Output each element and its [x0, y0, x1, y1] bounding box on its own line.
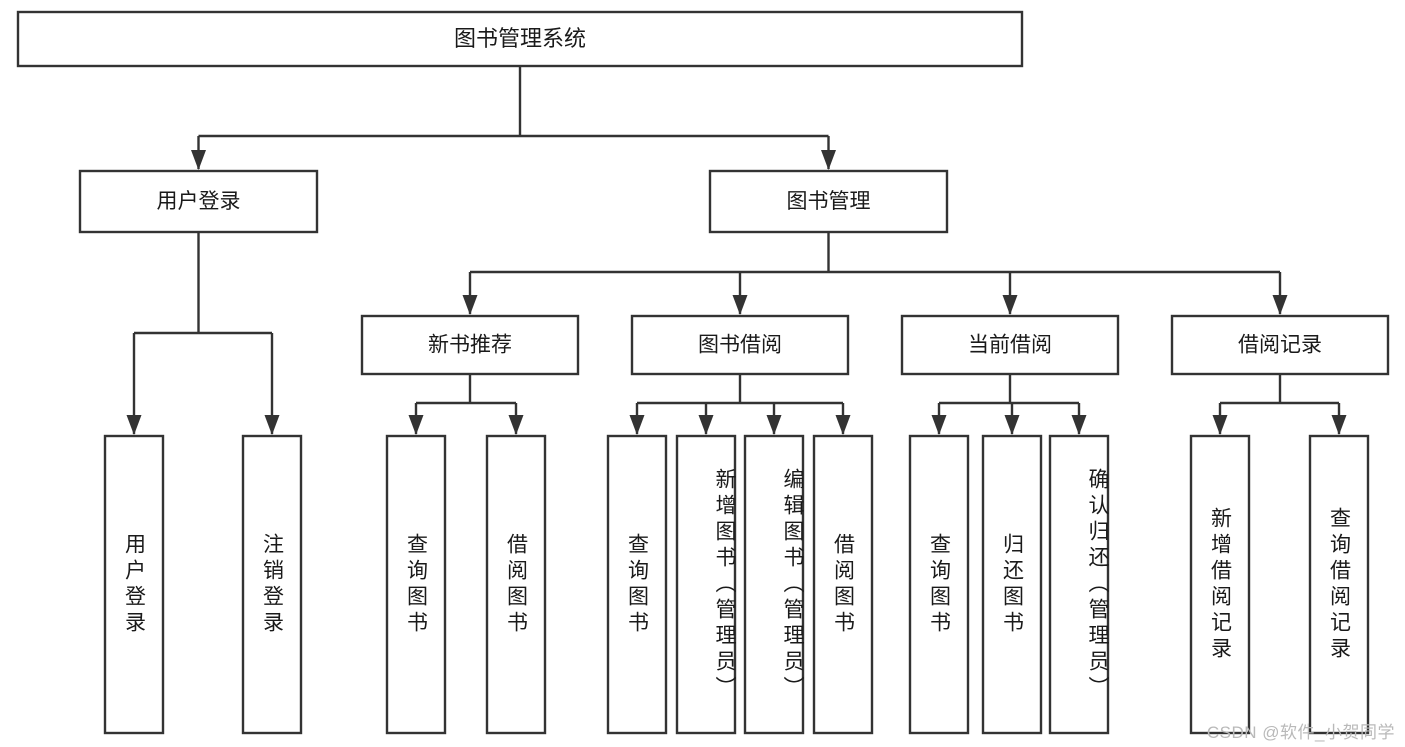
arrow-to-leaf-query-record [1331, 415, 1347, 435]
leaf-leaf-query-book-3[interactable] [908, 434, 970, 735]
leaf-leaf-query-book-2[interactable] [606, 434, 668, 735]
box-current-borrow [900, 314, 1120, 376]
node-current-borrow[interactable] [900, 314, 1120, 376]
label-book-manage: 图书管理 [787, 190, 871, 213]
node-user-login[interactable] [78, 169, 319, 234]
box-borrow-record [1170, 314, 1390, 376]
box-leaf-borrow-book-2 [812, 434, 874, 735]
boxes-layer [16, 10, 1390, 735]
leaf-leaf-borrow-book-1[interactable] [485, 434, 547, 735]
label-current-borrow: 当前借阅 [968, 334, 1052, 357]
connectors-layer [126, 66, 1347, 435]
box-leaf-borrow-book-1 [485, 434, 547, 735]
arrow-to-leaf-user-logout [264, 415, 280, 435]
leaf-leaf-return-book[interactable] [981, 434, 1043, 735]
arrow-to-book-manage [821, 150, 836, 170]
box-leaf-user-logout [241, 434, 303, 735]
leaf-leaf-borrow-book-2[interactable] [812, 434, 874, 735]
arrow-to-current-borrow [1002, 295, 1018, 315]
arrow-to-leaf-edit-book [766, 415, 782, 435]
arrow-to-leaf-query-book-2 [629, 415, 645, 435]
arrow-to-leaf-add-record [1212, 415, 1228, 435]
box-undefined [16, 10, 1024, 68]
label-user-login: 用户登录 [157, 190, 241, 213]
label-undefined: 图书管理系统 [454, 26, 586, 51]
leaf-leaf-confirm-return[interactable] [1048, 434, 1110, 735]
label-borrow-record: 借阅记录 [1238, 334, 1322, 357]
leaf-leaf-user-login[interactable] [103, 434, 165, 735]
label-book-borrow: 图书借阅 [698, 334, 782, 357]
node-new-book-recommend[interactable] [360, 314, 580, 376]
arrow-to-book-borrow [732, 295, 748, 315]
arrow-to-leaf-user-login [126, 415, 142, 435]
node-book-manage[interactable] [708, 169, 949, 234]
arrow-to-leaf-return-book [1004, 415, 1020, 435]
box-leaf-query-record [1308, 434, 1370, 735]
box-leaf-query-book-1 [385, 434, 447, 735]
arrow-to-leaf-add-book [698, 415, 714, 435]
arrow-to-leaf-borrow-book-2 [835, 415, 851, 435]
box-leaf-add-record [1189, 434, 1251, 735]
arrow-to-leaf-query-book-1 [408, 415, 424, 435]
node-undefined[interactable] [16, 10, 1024, 68]
leaf-leaf-query-book-1[interactable] [385, 434, 447, 735]
arrow-to-leaf-query-book-3 [931, 415, 947, 435]
box-leaf-return-book [981, 434, 1043, 735]
box-leaf-query-book-3 [908, 434, 970, 735]
box-leaf-query-book-2 [606, 434, 668, 735]
arrow-to-leaf-borrow-book-1 [508, 415, 524, 435]
arrow-to-user-login [191, 150, 206, 170]
leaf-leaf-user-logout[interactable] [241, 434, 303, 735]
box-new-book-recommend [360, 314, 580, 376]
node-borrow-record[interactable] [1170, 314, 1390, 376]
leaf-leaf-add-record[interactable] [1189, 434, 1251, 735]
leaf-leaf-edit-book[interactable] [743, 434, 805, 735]
box-leaf-edit-book [743, 434, 805, 735]
box-leaf-confirm-return [1048, 434, 1110, 735]
box-leaf-user-login [103, 434, 165, 735]
leaf-leaf-query-record[interactable] [1308, 434, 1370, 735]
leaf-leaf-add-book[interactable] [675, 434, 737, 735]
csdn-watermark: CSDN @软件_小贺同学 [1206, 723, 1395, 742]
box-leaf-add-book [675, 434, 737, 735]
box-book-borrow [630, 314, 850, 376]
node-book-borrow[interactable] [630, 314, 850, 376]
box-book-manage [708, 169, 949, 234]
arrow-to-new-book-recommend [462, 295, 478, 315]
box-user-login [78, 169, 319, 234]
arrow-to-leaf-confirm-return [1071, 415, 1087, 435]
label-new-book-recommend: 新书推荐 [428, 334, 512, 357]
arrow-to-borrow-record [1272, 295, 1288, 315]
